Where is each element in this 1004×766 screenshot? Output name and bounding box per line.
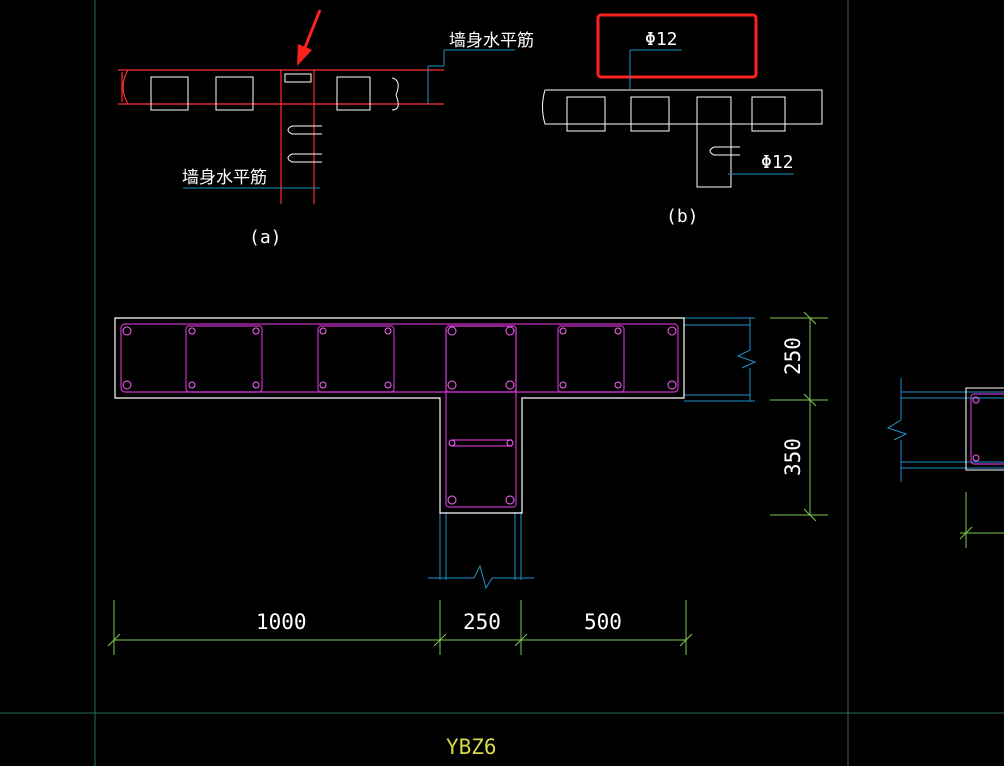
dimension-1000: 1000 <box>256 610 307 634</box>
dimension-350: 350 <box>781 438 805 476</box>
wall-section-ybz6[interactable]: 1000 250 500 250 350 <box>107 311 828 655</box>
dimension-500: 500 <box>584 610 622 634</box>
dimension-250-bottom: 250 <box>463 610 501 634</box>
highlight-box <box>596 13 758 79</box>
detail-b-label-top: Φ12 <box>645 29 678 50</box>
detail-b[interactable]: Φ12 Φ12 (b) <box>542 13 823 227</box>
section-wall-lines <box>428 317 757 590</box>
detail-a-label-top: 墙身水平筋 <box>449 31 534 51</box>
dimension-250-right: 250 <box>781 337 805 375</box>
section-outline <box>114 317 685 514</box>
partial-section-right <box>886 378 1004 548</box>
drawing-title: YBZ6 <box>446 735 497 759</box>
detail-a[interactable]: 墙身水平筋 墙身水平筋 (a) <box>118 9 534 248</box>
section-rebar-cage <box>120 323 679 508</box>
detail-b-outline <box>542 89 823 188</box>
detail-a-label-bottom: 墙身水平筋 <box>182 168 267 188</box>
detail-a-leaders <box>183 49 515 189</box>
red-arrow-pointer <box>297 9 322 66</box>
detail-a-stirrups <box>150 73 399 163</box>
detail-b-caption: (b) <box>666 206 699 227</box>
detail-b-label-right: Φ12 <box>761 152 794 173</box>
right-dimensions <box>770 311 828 522</box>
detail-a-caption: (a) <box>249 227 282 248</box>
section-rebar-dots <box>122 326 677 505</box>
bottom-dimensions <box>107 600 693 655</box>
detail-b-leaders <box>629 49 794 175</box>
detail-a-red-rebar <box>118 69 444 204</box>
